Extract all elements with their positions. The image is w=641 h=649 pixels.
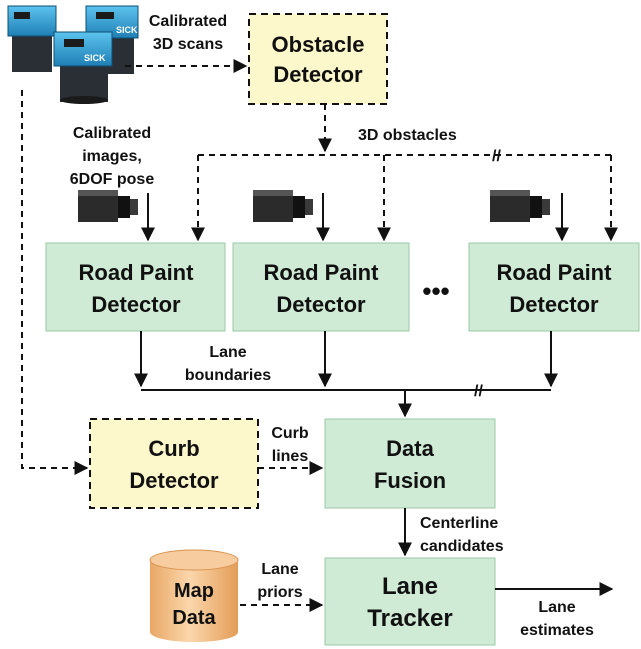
box-line: Tracker	[367, 605, 452, 632]
box-line: Road Paint	[264, 260, 380, 285]
label-calibrated-scans: Calibrated 3D scans	[149, 13, 227, 53]
edge-label-line: Lane	[538, 599, 575, 616]
box-line: Obstacle	[272, 32, 365, 57]
label-3d-obstacles: 3D obstacles	[358, 127, 457, 144]
edge-label-line: lines	[272, 448, 309, 465]
label-centerline-candidates: Centerline candidates	[420, 515, 504, 555]
box-line: Detector	[91, 292, 181, 317]
sensor-brand-label: SICK	[116, 25, 138, 35]
edge-label-line: Calibrated	[149, 13, 227, 30]
edge-label-line: 3D scans	[153, 36, 223, 53]
ellipsis: •••	[422, 276, 449, 306]
label-calibrated-images: Calibrated images, 6DOF pose	[70, 125, 155, 188]
box-line: Data	[386, 436, 434, 461]
box-line: Map	[174, 580, 214, 602]
box-line: Detector	[509, 292, 599, 317]
box-line: Fusion	[374, 468, 446, 493]
sensor-brand-label: SICK	[84, 53, 106, 63]
obstacle-detector-box: Obstacle Detector	[248, 13, 388, 105]
edge-label-line: Lane	[261, 561, 298, 578]
box-line: Road Paint	[497, 260, 613, 285]
label-lane-boundaries: Lane boundaries	[185, 344, 271, 384]
box-line: Curb	[148, 436, 199, 461]
edge-label-line: Lane	[209, 344, 246, 361]
break-mark: //	[474, 383, 483, 400]
box-line: Road Paint	[79, 260, 195, 285]
camera-icon	[490, 190, 550, 222]
edge-label-line: estimates	[520, 622, 594, 639]
edge-label-line: Calibrated	[73, 125, 151, 142]
data-fusion-box: Data Fusion	[324, 418, 496, 509]
box-line: Detector	[276, 292, 366, 317]
edge-scans-to-curb	[21, 90, 89, 475]
camera-icon	[78, 190, 138, 222]
box-line: Detector	[273, 62, 363, 87]
edge-label-line: candidates	[420, 538, 504, 555]
label-lane-estimates: Lane estimates	[520, 599, 594, 639]
edge-label-line: Curb	[271, 425, 309, 442]
edge-label-line: Centerline	[420, 515, 498, 532]
box-line: Data	[172, 607, 216, 629]
edge-label-line: boundaries	[185, 367, 271, 384]
road-paint-detector-box: Road Paint Detector	[232, 242, 410, 332]
edge-label-line: images,	[82, 148, 142, 165]
camera-icon	[253, 190, 313, 222]
edge-label-line: 6DOF pose	[70, 171, 155, 188]
lidar-scanner-icon: SICK SICK	[7, 5, 139, 104]
curb-detector-box: Curb Detector	[89, 418, 259, 509]
box-line: Detector	[129, 468, 219, 493]
edge-label-line: priors	[257, 584, 302, 601]
break-mark: //	[492, 148, 501, 165]
road-paint-detector-box: Road Paint Detector	[468, 242, 640, 332]
lane-tracker-box: Lane Tracker	[324, 557, 496, 646]
label-curb-lines: Curb lines	[271, 425, 309, 465]
edges	[21, 59, 618, 612]
label-lane-priors: Lane priors	[257, 561, 302, 601]
road-paint-detector-box: Road Paint Detector	[45, 242, 226, 332]
box-line: Lane	[382, 573, 438, 600]
database-cylinder-icon: Map Data	[149, 549, 239, 642]
